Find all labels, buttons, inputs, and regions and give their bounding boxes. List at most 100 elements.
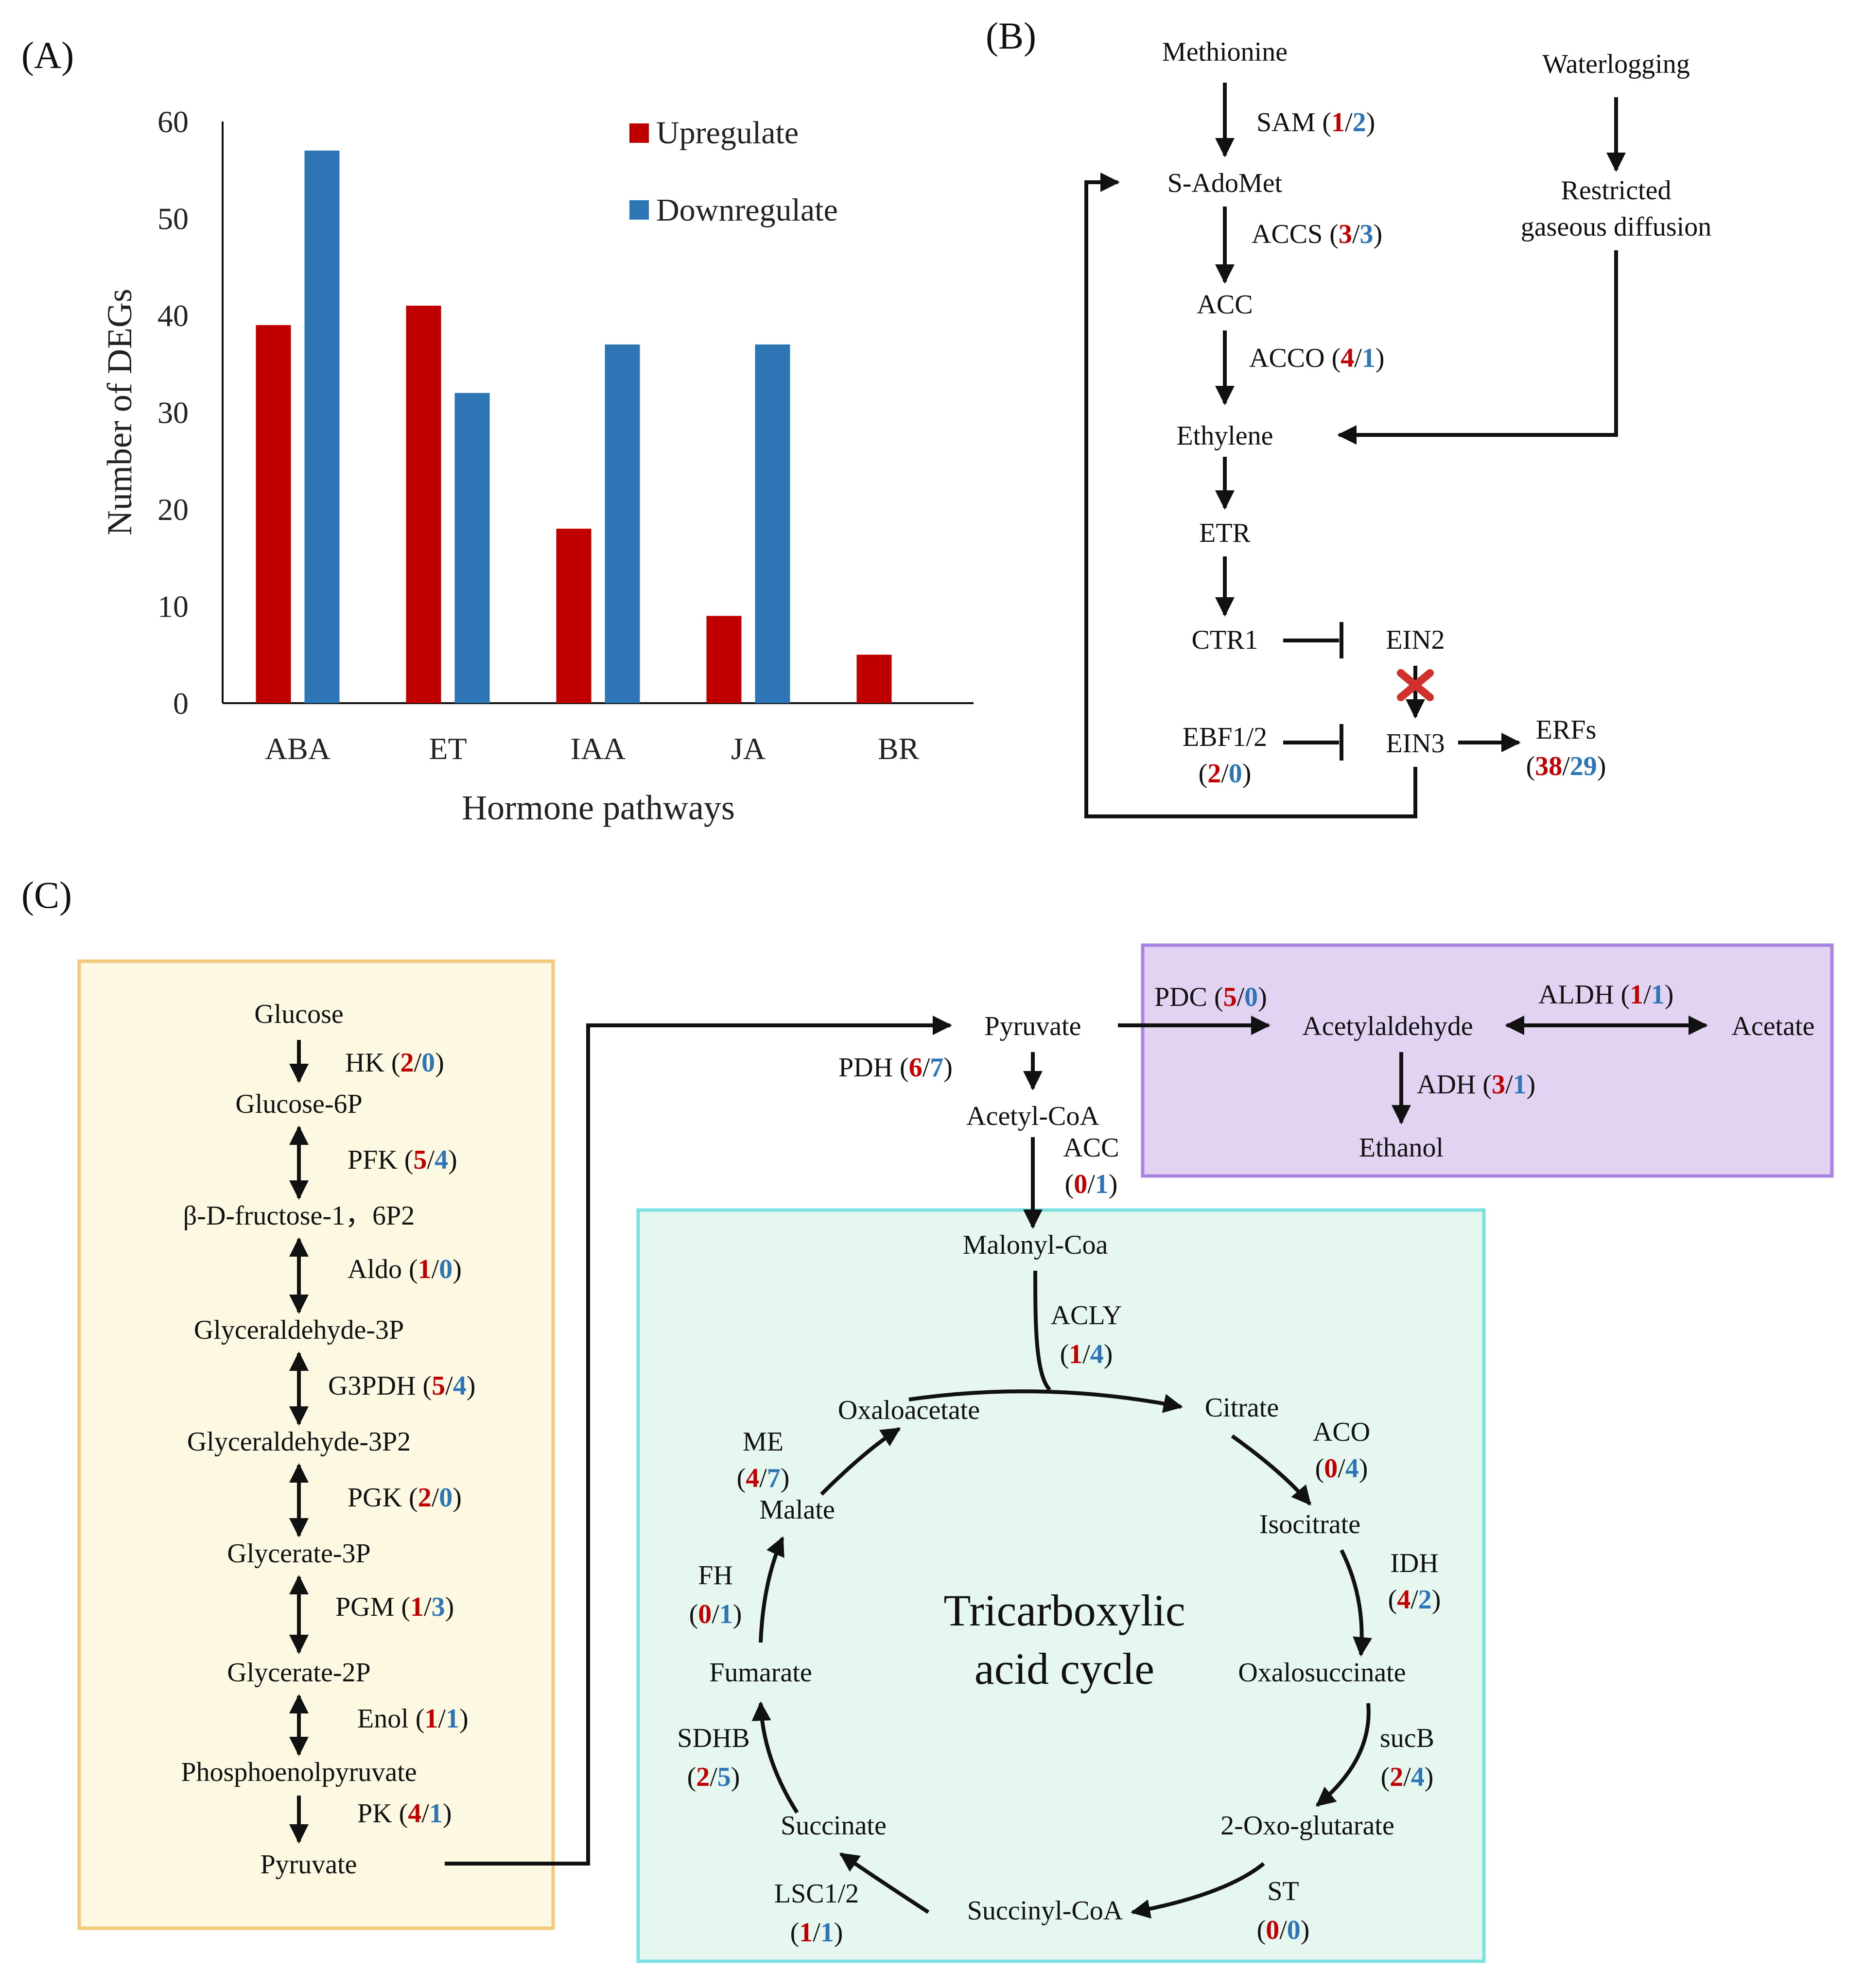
node-pyruvate-glycolysis: Pyruvate <box>260 1850 357 1880</box>
node-ebf: EBF1/2 <box>1183 722 1267 752</box>
bar-up-aba <box>256 325 291 703</box>
enzyme-aco-counts: (0/4) <box>1315 1453 1368 1484</box>
node-fumarate: Fumarate <box>709 1658 812 1688</box>
glycolysis-pathway: Glucose Glucose-6P β-D-fructose-1，6P2 Gl… <box>181 999 952 1880</box>
erfs-counts: (38/29) <box>1526 751 1606 781</box>
enzyme-idh-counts: (4/2) <box>1388 1585 1441 1615</box>
x-tick-label: JA <box>731 731 766 766</box>
node-succinate: Succinate <box>781 1811 887 1841</box>
enzyme-pdh: PDH (6/7) <box>838 1053 953 1083</box>
enzyme-acco: ACCO (4/1) <box>1249 343 1384 373</box>
node-succinyl-coa: Succinyl-CoA <box>967 1896 1123 1926</box>
node-acetyl-coa: Acetyl-CoA <box>966 1101 1099 1131</box>
enzyme-st-name: ST <box>1267 1876 1299 1906</box>
legend-label-down: Downregulate <box>656 192 838 228</box>
node-acc: ACC <box>1197 290 1253 320</box>
enzyme-lsc-counts: (1/1) <box>790 1918 843 1948</box>
enzyme-sdhb-name: SDHB <box>677 1723 749 1753</box>
node-erfs: ERFs <box>1536 715 1597 745</box>
panel-label-c: (C) <box>21 874 72 916</box>
y-tick-label: 0 <box>173 686 189 721</box>
enzyme-accs: ACCS (3/3) <box>1252 219 1382 249</box>
node-etr: ETR <box>1199 518 1251 548</box>
node-methionine: Methionine <box>1162 37 1288 67</box>
enzyme-pgk: PGK (2/0) <box>348 1483 462 1513</box>
node-pyruvate: Pyruvate <box>984 1011 1081 1041</box>
x-tick-label: IAA <box>571 731 626 766</box>
x-axis-label: Hormone pathways <box>462 788 735 827</box>
y-tick-label: 50 <box>157 202 189 236</box>
node-restricted: Restricted <box>1561 175 1671 206</box>
node-s-adomet: S-AdoMet <box>1167 168 1283 198</box>
y-tick-label: 30 <box>157 396 189 430</box>
enzyme-hk: HK (2/0) <box>345 1048 444 1078</box>
enzyme-acc-name: ACC <box>1063 1133 1119 1163</box>
x-tick-label: ABA <box>265 731 331 766</box>
node-glucose: Glucose <box>254 999 344 1029</box>
node-citrate: Citrate <box>1205 1393 1279 1423</box>
bar-chart: Number of DEGs Hormone pathways Upregula… <box>100 104 974 827</box>
arrow-citrate-isocitrate <box>1231 1434 1312 1506</box>
block-x-icon <box>1397 669 1434 701</box>
enzyme-pgm: PGM (1/3) <box>335 1592 454 1622</box>
glycolysis-box <box>77 959 555 1930</box>
node-malate: Malate <box>759 1495 835 1525</box>
node-gaseous-diffusion: gaseous diffusion <box>1521 212 1712 242</box>
tca-arrows <box>751 1270 1373 1919</box>
enzyme-g3pdh: G3PDH (5/4) <box>328 1371 475 1401</box>
enzyme-aldh: ALDH (1/1) <box>1538 980 1673 1010</box>
enzyme-fh-name: FH <box>698 1560 733 1590</box>
enzyme-sdhb-counts: (2/5) <box>687 1762 740 1792</box>
y-tick-label: 60 <box>157 104 189 139</box>
arrow-restricted-ethylene <box>1337 250 1618 445</box>
node-isocitrate: Isocitrate <box>1259 1509 1360 1539</box>
arrow-oxoglutarate-succinylcoa <box>1131 1862 1265 1919</box>
enzyme-enol: Enol (1/1) <box>357 1704 469 1734</box>
enzyme-adh: ADH (3/1) <box>1417 1070 1535 1100</box>
enzyme-sucb-name: sucB <box>1380 1723 1434 1753</box>
enzyme-sam: SAM (1/2) <box>1256 107 1375 138</box>
enzyme-acc-counts: (0/1) <box>1065 1169 1118 1199</box>
enzyme-aldo: Aldo (1/0) <box>348 1254 462 1284</box>
panel-label-b: (B) <box>986 15 1036 57</box>
node-glucose-6p: Glucose-6P <box>235 1089 362 1119</box>
legend-label-up: Upregulate <box>656 115 799 151</box>
arrow-pyruvate-link <box>445 1016 952 1866</box>
node-oxaloacetate: Oxaloacetate <box>838 1395 980 1425</box>
y-tick-label: 20 <box>157 492 189 527</box>
enzyme-me-name: ME <box>743 1427 784 1457</box>
node-phosphoenolpyruvate: Phosphoenolpyruvate <box>181 1757 417 1787</box>
enzyme-aco-name: ACO <box>1313 1417 1370 1447</box>
bar-down-iaa <box>605 344 640 703</box>
glycolysis-arrows <box>289 1016 952 1866</box>
ebf-counts: (2/0) <box>1199 759 1252 789</box>
bar-up-iaa <box>556 528 592 703</box>
node-ctr1: CTR1 <box>1192 625 1258 655</box>
fermentation-box <box>1141 943 1834 1178</box>
x-tick-label: ET <box>429 731 467 766</box>
node-ethylene: Ethylene <box>1176 421 1273 451</box>
enzyme-pk: PK (4/1) <box>357 1798 452 1829</box>
enzyme-fh-counts: (0/1) <box>689 1599 742 1629</box>
tca-title-line1: Tricarboxylic <box>943 1586 1185 1635</box>
ethylene-pathway: Methionine S-AdoMet ACC Ethylene ETR CTR… <box>1084 37 1712 818</box>
legend-swatch-down <box>629 200 649 220</box>
tca-title-line2: acid cycle <box>975 1644 1154 1694</box>
x-tick-label: BR <box>878 731 920 766</box>
node-glyceraldehyde-3p: Glyceraldehyde-3P <box>194 1315 404 1345</box>
arrow-isocitrate-oxalosuccinate <box>1340 1549 1373 1657</box>
bar-down-et <box>454 393 490 703</box>
enzyme-acly-counts: (1/4) <box>1060 1339 1113 1369</box>
fermentation-pathway: Pyruvate Acetyl-CoA Acetylaldehyde Aceta… <box>838 980 1815 1229</box>
node-ein3: EIN3 <box>1386 728 1445 759</box>
node-acetate: Acetate <box>1732 1011 1815 1041</box>
enzyme-st-counts: (0/0) <box>1257 1915 1310 1945</box>
arrow-feedback-sadomet <box>1084 173 1417 818</box>
node-waterlogging: Waterlogging <box>1542 49 1689 79</box>
arrow-malonyl-join <box>1033 1270 1052 1391</box>
y-axis-label: Number of DEGs <box>100 289 139 536</box>
node-oxalosuccinate: Oxalosuccinate <box>1238 1658 1406 1688</box>
arrow-to-citrate <box>908 1389 1183 1413</box>
